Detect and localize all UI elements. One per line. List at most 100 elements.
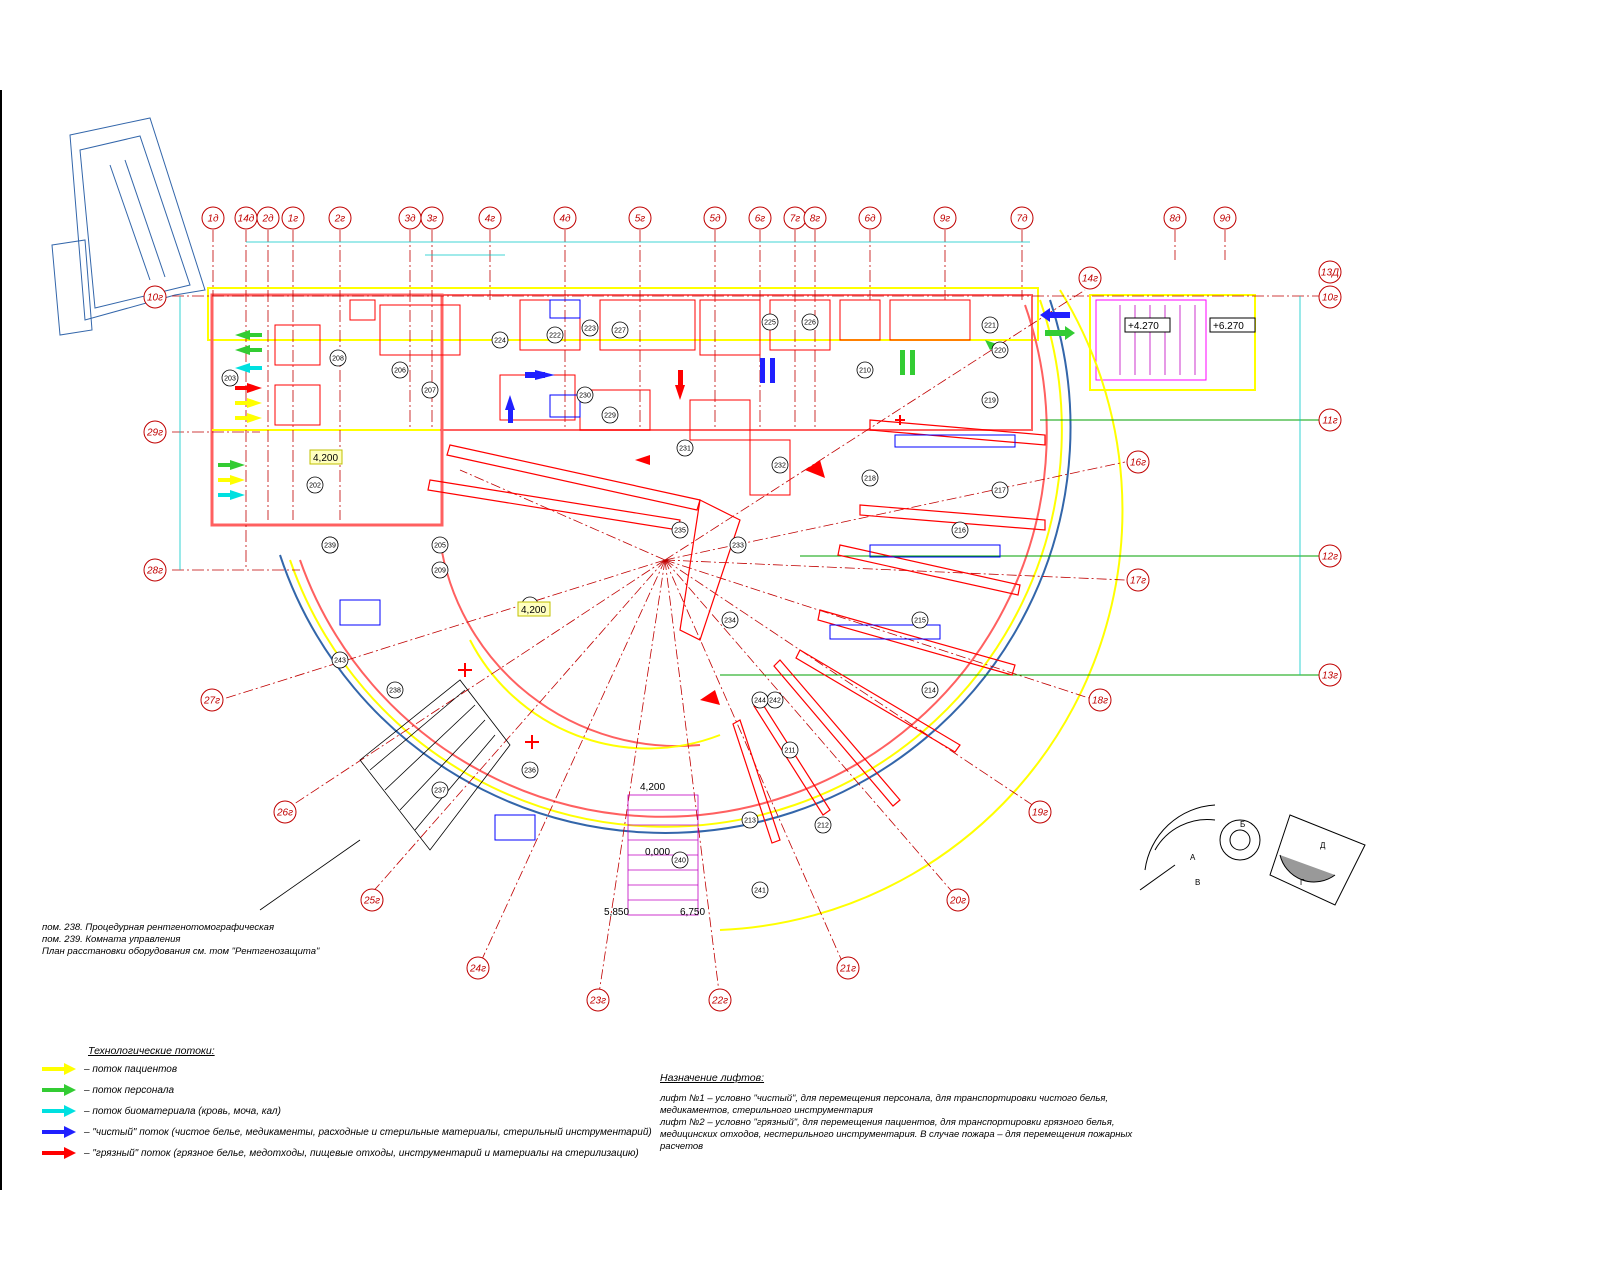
legend-item-label: – поток биоматериала (кровь, моча, кал) — [84, 1105, 281, 1117]
stair-upper-right — [1119, 305, 1196, 375]
axis-bubble — [478, 206, 502, 230]
room-circle — [781, 741, 799, 759]
room-circle — [856, 361, 874, 379]
axis-label: 13г — [1322, 671, 1338, 682]
room-number: 205 — [434, 543, 446, 550]
flow-arrows — [218, 308, 1075, 705]
room-circle — [421, 381, 439, 399]
room-circle — [801, 313, 819, 331]
axis-bubble — [1163, 206, 1187, 230]
axis-bubble — [281, 206, 305, 230]
axis-bubble — [328, 206, 352, 230]
green-axes — [720, 419, 1320, 676]
flow-arrow-icon — [42, 1126, 76, 1138]
room-circle — [431, 781, 449, 799]
hatched-room — [359, 679, 511, 851]
room-number: 202 — [309, 483, 321, 490]
room-circle — [751, 691, 769, 709]
room-number: 238 — [389, 688, 401, 695]
axis-bubble — [1088, 688, 1112, 712]
room-number: 220 — [994, 348, 1006, 355]
lift-description-line: лифт №2 – условно "грязный", для перемещ… — [660, 1117, 1115, 1128]
axis-bubble — [1028, 800, 1052, 824]
room-number: 224 — [494, 338, 506, 345]
axis-label: 26г — [276, 808, 293, 819]
axis-bubble — [836, 956, 860, 980]
room-circle — [306, 476, 324, 494]
room-number: 207 — [424, 388, 436, 395]
axis-label: 5г — [635, 214, 646, 225]
room-circle — [431, 561, 449, 579]
axis-label: 9д — [1219, 214, 1231, 225]
axis-bubble — [360, 888, 384, 912]
stair-bottom — [627, 794, 699, 916]
room-number: 218 — [864, 476, 876, 483]
room-number: 215 — [914, 618, 926, 625]
room-circle — [331, 651, 349, 669]
level-stair-b: 6,750 — [680, 907, 705, 918]
flow-arrow-icon — [42, 1147, 76, 1159]
axis-bubble — [1318, 408, 1342, 432]
axis-label: 19г — [1032, 808, 1048, 819]
room-circle — [321, 536, 339, 554]
lift-description-line: лифт №1 – условно "чистый", для перемеще… — [660, 1093, 1109, 1104]
axis-label: 8д — [1169, 214, 1181, 225]
equipment-fan — [427, 419, 1046, 844]
axis-bubble — [748, 206, 772, 230]
axis-label: 10г — [147, 293, 163, 304]
axis-label: 6д — [864, 214, 876, 225]
room-number: 203 — [224, 376, 236, 383]
legend-item: – "чистый" поток (чистое белье, медикаме… — [42, 1125, 652, 1139]
legend-item-label: – поток пациентов — [84, 1063, 178, 1075]
axis-bubble — [708, 988, 732, 1012]
legend-item: – поток персонала — [42, 1083, 174, 1097]
level-stair-a: 5,850 — [604, 907, 629, 918]
axis-label: 20г — [949, 896, 966, 907]
room-circle — [581, 319, 599, 337]
lifts-title: Назначение лифтов: — [660, 1072, 765, 1084]
room-circle — [771, 456, 789, 474]
keyplan-label-a: А — [1190, 853, 1196, 862]
axis-bubble — [200, 688, 224, 712]
keyplan-label-v: В — [1195, 878, 1200, 887]
room-circle — [991, 481, 1009, 499]
keyplan-label-g: Г — [1300, 878, 1305, 887]
room-number: 225 — [764, 320, 776, 327]
room-circle — [576, 386, 594, 404]
room-number: 235 — [674, 528, 686, 535]
level-main: 4,200 — [313, 453, 338, 464]
axis-label: 14д — [238, 214, 255, 225]
axis-label: 7д — [1016, 214, 1028, 225]
room-number: 233 — [732, 543, 744, 550]
room-number: 240 — [674, 858, 686, 865]
legend-title: Технологические потоки: — [88, 1045, 215, 1057]
room-circle — [611, 321, 629, 339]
room-number: 226 — [804, 320, 816, 327]
room-number: 208 — [332, 356, 344, 363]
axis-label: 3г — [427, 214, 438, 225]
legend-item-label: – "чистый" поток (чистое белье, медикаме… — [84, 1126, 652, 1138]
room-number: 242 — [769, 698, 781, 705]
legend-item-label: – поток персонала — [84, 1084, 175, 1096]
room-number: 230 — [579, 393, 591, 400]
axis-label: 4г — [485, 214, 496, 225]
room-number: 241 — [754, 888, 766, 895]
room-circle — [991, 341, 1009, 359]
room-number: 206 — [394, 368, 406, 375]
room-circle — [921, 681, 939, 699]
axis-bubble — [553, 206, 577, 230]
lift-description-line: расчетов — [660, 1141, 704, 1152]
room-number: 214 — [924, 688, 936, 695]
axis-bubble — [946, 888, 970, 912]
room-circle — [741, 811, 759, 829]
axis-label: 1г — [288, 214, 299, 225]
room-circle — [981, 316, 999, 334]
axis-bubble — [273, 800, 297, 824]
axis-bubble — [143, 285, 167, 309]
room-number: 229 — [604, 413, 616, 420]
axis-label: 12г — [1322, 552, 1338, 563]
furniture-blue — [339, 299, 1016, 841]
level-marks: 4,200 4,200 4,200 0,000 5,850 6,750 +6.2… — [309, 317, 1256, 918]
